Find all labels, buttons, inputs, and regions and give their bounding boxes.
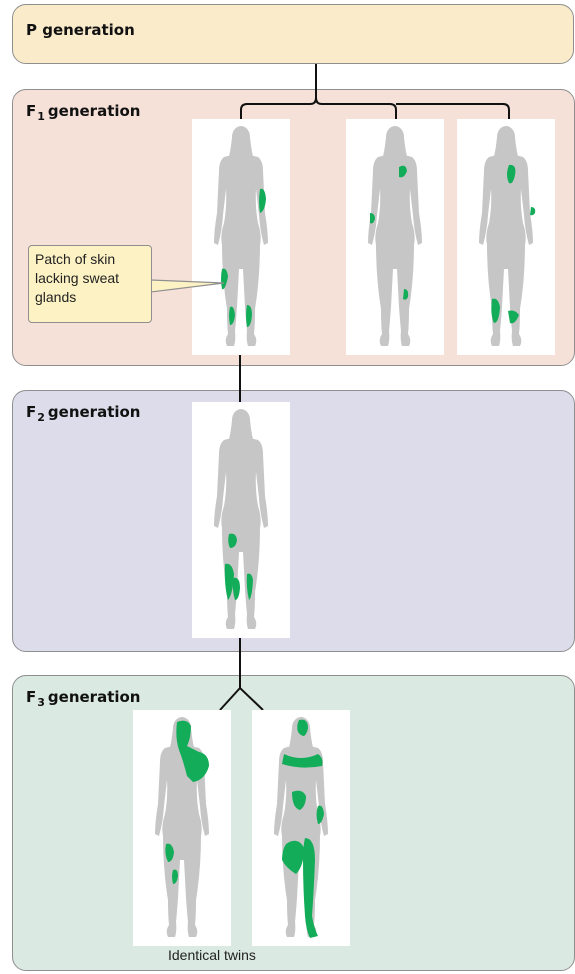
f2-female-figure <box>192 402 290 638</box>
identical-twins-caption: Identical twins <box>168 947 256 963</box>
callout-line-3: glands <box>35 288 145 307</box>
connector-p-to-f1-middle <box>316 98 396 120</box>
sweat-gland-callout: Patch of skin lacking sweat glands <box>28 245 152 323</box>
female-silhouette-icon <box>457 119 555 355</box>
f3-twin-right-figure <box>252 710 350 946</box>
f1-female-right-figure <box>457 119 555 355</box>
female-silhouette-icon <box>252 710 350 946</box>
female-silhouette-icon <box>192 402 290 638</box>
connector-f3-split <box>220 688 263 710</box>
callout-line-2: lacking sweat <box>35 269 145 288</box>
connector-p-to-f1-right <box>396 104 509 120</box>
connector-p-to-f1-left <box>241 64 316 120</box>
f1-female-left-figure <box>192 119 290 355</box>
f3-twin-left-figure <box>133 710 231 946</box>
f1-female-middle-figure <box>346 119 444 355</box>
female-silhouette-icon <box>346 119 444 355</box>
female-silhouette-icon <box>133 710 231 946</box>
female-silhouette-icon <box>192 119 290 355</box>
callout-line-1: Patch of skin <box>35 250 145 269</box>
